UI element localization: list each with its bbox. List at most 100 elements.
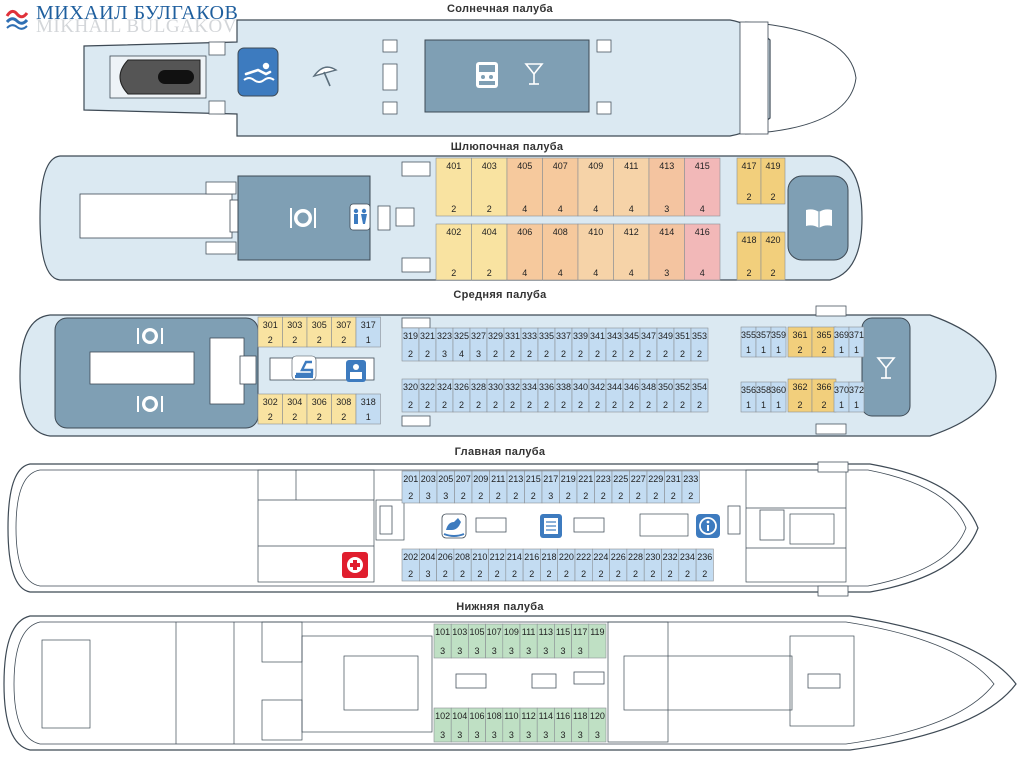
restaurant-icon[interactable] <box>137 328 163 344</box>
swimming-pool-icon[interactable] <box>243 62 275 83</box>
bar-icon[interactable] <box>291 355 317 381</box>
information-icon[interactable] <box>696 514 720 538</box>
beach-umbrella-icon[interactable] <box>312 66 338 87</box>
cocktail-bar-icon[interactable] <box>876 357 896 379</box>
reception-icon[interactable] <box>346 360 366 382</box>
library-icon[interactable] <box>806 209 832 228</box>
restaurant-icon[interactable] <box>290 208 316 228</box>
restaurant-icon[interactable] <box>137 396 163 412</box>
medical-office-icon[interactable] <box>342 552 368 578</box>
conference-hall-icon[interactable] <box>476 62 498 88</box>
